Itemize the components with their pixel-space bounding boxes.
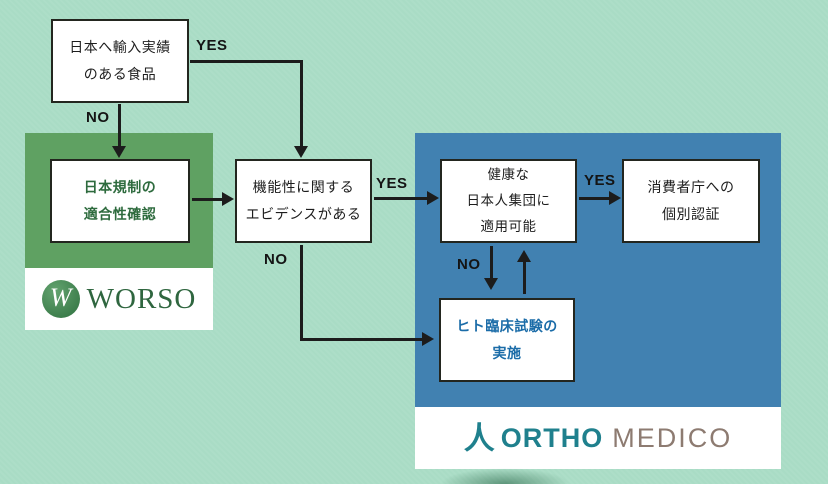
connector-no-healthy-down xyxy=(490,246,493,280)
connector-no-imported-v xyxy=(118,104,121,148)
node-imported-food-line2: のある食品 xyxy=(83,66,157,82)
connector-yes-imported-v xyxy=(300,60,303,146)
label-no-evidence: NO xyxy=(264,251,288,268)
connector-yes-healthy xyxy=(579,197,611,200)
node-imported-food-line1: 日本へ輸入実績 xyxy=(69,39,171,55)
node-healthy-population: 健康な 日本人集団に 適用可能 xyxy=(440,159,577,243)
connector-regulation-evidence xyxy=(192,198,224,201)
label-yes-evidence: YES xyxy=(376,175,408,192)
arrowhead-right-to-healthy xyxy=(427,191,439,205)
arrowhead-down-to-trial xyxy=(484,278,498,290)
arrowhead-right-to-trial xyxy=(422,332,434,346)
node-clinical-trial-line2: 実施 xyxy=(492,345,522,361)
person-icon: 人 xyxy=(463,420,495,456)
connector-yes-evidence xyxy=(374,197,429,200)
connector-no-evidence-v xyxy=(300,245,303,340)
node-imported-food: 日本へ輸入実績 のある食品 xyxy=(51,19,189,103)
ortho-wordmark: ORTHO xyxy=(500,422,604,453)
label-yes-imported: YES xyxy=(196,37,228,54)
arrowhead-down-to-evidence xyxy=(294,146,308,158)
arrowhead-up-to-healthy xyxy=(517,250,531,262)
connector-trial-up xyxy=(523,261,526,294)
medico-wordmark: MEDICO xyxy=(612,422,733,453)
background-shadow xyxy=(440,468,570,484)
node-regulation-check: 日本規制の 適合性確認 xyxy=(50,159,190,243)
label-yes-healthy: YES xyxy=(584,172,616,189)
worso-wordmark: WORSO xyxy=(86,282,197,315)
arrowhead-down-to-regulation xyxy=(112,146,126,158)
label-no-imported: NO xyxy=(86,109,110,126)
node-regulation-check-line2: 適合性確認 xyxy=(83,206,157,222)
node-regulation-check-line1: 日本規制の xyxy=(83,179,157,195)
label-no-healthy: NO xyxy=(457,256,481,273)
connector-yes-imported-h xyxy=(190,60,303,63)
worso-monogram: W xyxy=(49,283,72,312)
node-certification-line1: 消費者庁への xyxy=(647,179,735,195)
node-evidence: 機能性に関する エビデンスがある xyxy=(235,159,372,243)
node-evidence-line2: エビデンスがある xyxy=(245,206,362,222)
ortho-medico-logo: 人 ORTHO MEDICO xyxy=(464,423,733,454)
worso-logo-strip: W WORSO xyxy=(25,268,213,330)
node-healthy-population-line2: 日本人集団に xyxy=(466,193,551,208)
worso-logo: W WORSO xyxy=(41,280,197,318)
node-certification-line2: 個別認証 xyxy=(662,206,720,222)
arrowhead-right-to-certification xyxy=(609,191,621,205)
connector-no-evidence-h xyxy=(300,338,424,341)
node-certification: 消費者庁への 個別認証 xyxy=(622,159,760,243)
node-evidence-line1: 機能性に関する xyxy=(252,179,355,195)
node-healthy-population-line1: 健康な xyxy=(487,167,530,182)
node-clinical-trial-line1: ヒト臨床試験の xyxy=(456,318,558,334)
node-healthy-population-line3: 適用可能 xyxy=(480,219,537,234)
node-clinical-trial: ヒト臨床試験の 実施 xyxy=(439,298,575,382)
arrowhead-right-to-evidence xyxy=(222,192,234,206)
ortho-medico-logo-strip: 人 ORTHO MEDICO xyxy=(415,407,781,469)
worso-circle-icon: W xyxy=(41,280,80,318)
